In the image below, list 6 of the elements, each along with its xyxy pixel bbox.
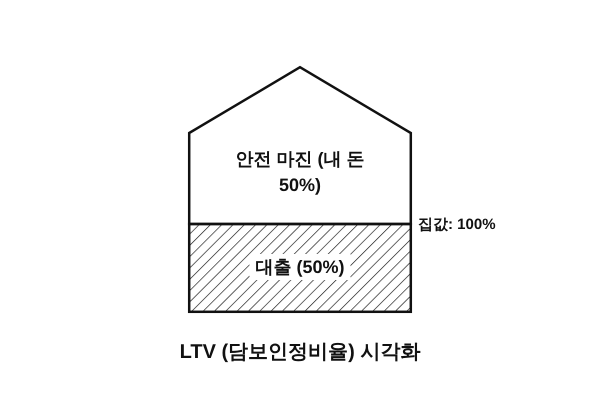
house-roof-section bbox=[188, 66, 412, 224]
hatched-box bbox=[188, 224, 412, 313]
caption: LTV (담보인정비율) 시각화 bbox=[178, 340, 422, 365]
section-label: 안전 마진 (내 돈 50%) bbox=[235, 148, 365, 197]
value-label: 집값: 100% bbox=[418, 215, 496, 234]
section-label: 대출 (50%) bbox=[250, 254, 350, 280]
